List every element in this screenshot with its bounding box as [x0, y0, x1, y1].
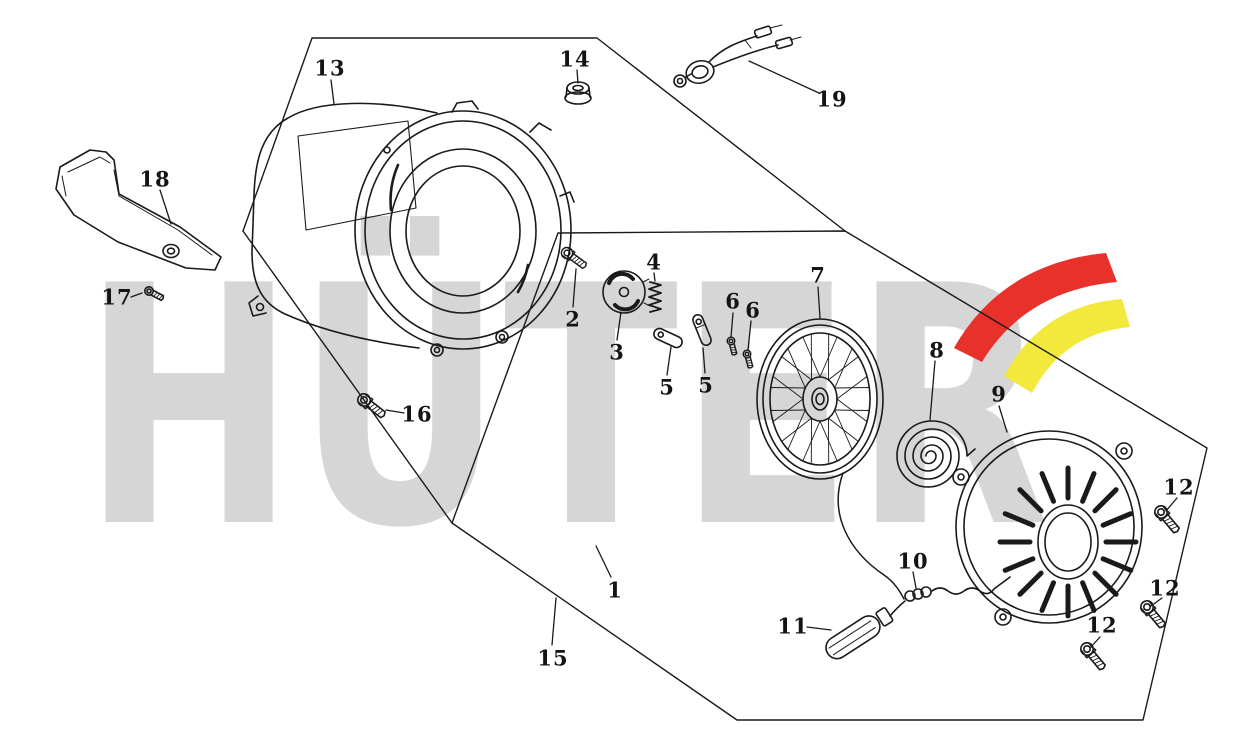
callout-1: 1 [607, 577, 623, 603]
callout-10: 10 [897, 548, 929, 574]
callout-5b: 5 [698, 372, 714, 398]
ratchet-part-3 [602, 270, 651, 314]
pulley-part-7 [756, 318, 884, 480]
callout-2: 2 [565, 306, 581, 332]
pawl-part-5a [653, 327, 683, 349]
callout-12b: 12 [1149, 575, 1181, 601]
rope-spring-part-10 [904, 576, 1011, 602]
assembly-boundary [242, 37, 1208, 721]
leader-lines [130, 60, 1178, 649]
spiral-spring-part-8 [896, 420, 976, 488]
callout-12c: 12 [1086, 612, 1118, 638]
callout-15: 15 [537, 645, 569, 671]
spring-part-4 [648, 281, 662, 313]
handle-part-11 [825, 607, 894, 660]
recoil-housing-part-9 [952, 430, 1143, 626]
callout-11: 11 [777, 613, 809, 639]
cap-part-14 [564, 81, 592, 105]
logo-red-swoosh-icon [954, 253, 1117, 362]
ignition-coil-part-19 [673, 24, 802, 88]
callout-8: 8 [929, 337, 945, 363]
callout-3: 3 [609, 339, 625, 365]
callout-4: 4 [646, 249, 662, 275]
callout-6a: 6 [725, 288, 741, 314]
callout-7: 7 [810, 262, 826, 288]
callout-9: 9 [991, 381, 1007, 407]
callout-19: 19 [816, 86, 848, 112]
callout-16: 16 [401, 401, 433, 427]
callout-12a: 12 [1163, 474, 1195, 500]
starter-rope [837, 472, 906, 617]
callout-13: 13 [314, 55, 346, 81]
callout-17: 17 [101, 284, 133, 310]
callout-18: 18 [139, 166, 171, 192]
callout-5a: 5 [659, 374, 675, 400]
bolt-part-12b [1137, 597, 1169, 632]
line-art [55, 24, 1208, 721]
logo-yellow-swoosh-icon [1004, 299, 1130, 393]
callout-14: 14 [559, 46, 591, 72]
brand-logo [954, 253, 1130, 393]
callout-6b: 6 [745, 297, 761, 323]
bracket-part-18 [55, 149, 222, 271]
watermark-text: HÜTER [82, 213, 1050, 600]
fan-cover-part-13 [248, 100, 575, 357]
bolt-part-12a [1151, 502, 1183, 537]
pawl-part-5b [692, 314, 712, 346]
